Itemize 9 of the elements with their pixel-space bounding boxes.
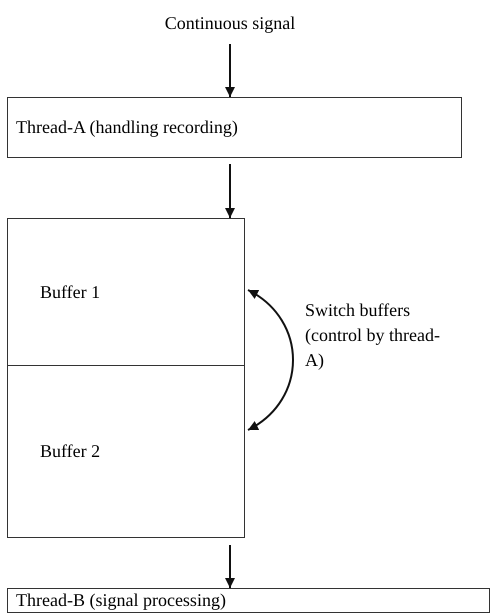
- input-label: Continuous signal: [110, 8, 350, 38]
- process-box: Buffer 2: [7, 365, 245, 538]
- process-box: Buffer 1: [7, 218, 245, 366]
- process-box: Thread-A (handling recording): [7, 97, 462, 158]
- process-box: Thread-B (signal processing): [7, 588, 490, 613]
- arrow: [247, 289, 294, 431]
- arrow: [225, 545, 235, 588]
- arrow: [225, 164, 235, 218]
- arrow: [225, 44, 235, 97]
